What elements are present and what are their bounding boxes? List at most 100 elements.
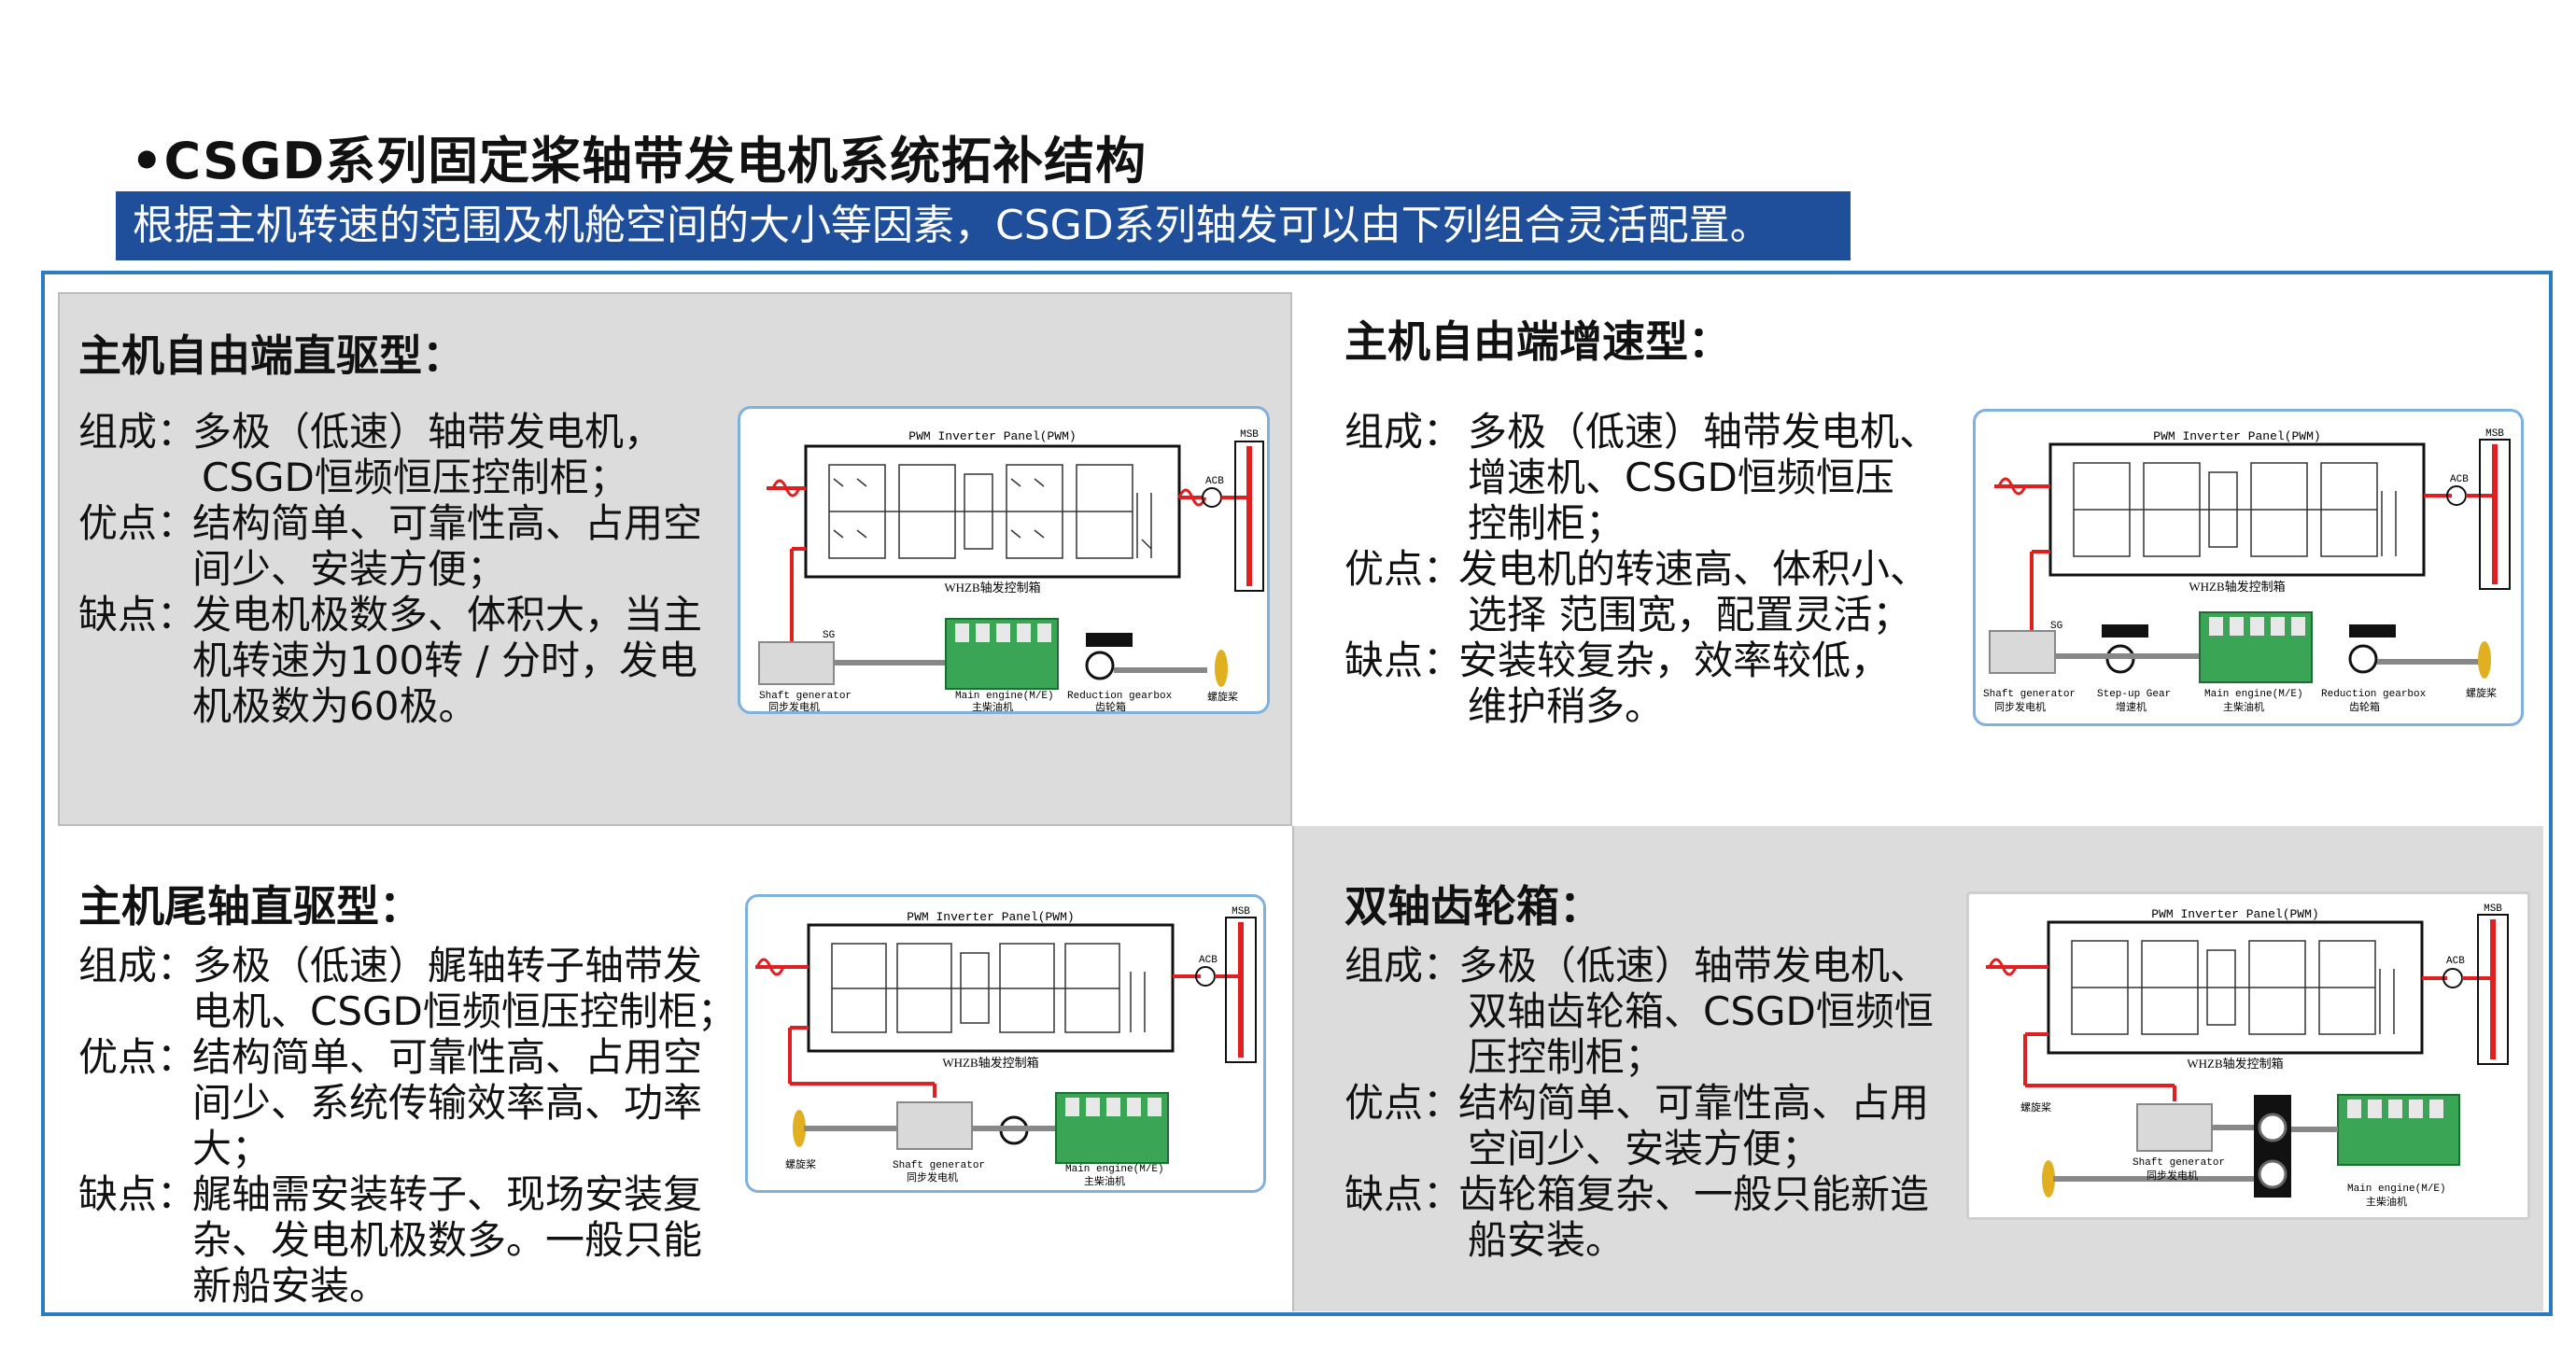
msb-box [1234,441,1264,592]
panel4-heading: 双轴齿轮箱： [1344,881,1602,932]
compose-line: 多极（低速）艉轴转子轴带发 [192,943,703,988]
pros-line: 大； [192,1126,272,1171]
gearbox-cn: 齿轮箱 [1095,700,1126,713]
cons-label: 缺点： [78,592,197,637]
inverter-panel-title: PWM Inverter Panel(PWM) [2151,907,2318,921]
engine-cylinders [2347,1100,2443,1118]
gearbox-en: Reduction gearbox [1067,691,1173,702]
shaft-generator-shape [758,641,835,685]
panel2-heading: 主机自由端增速型： [1344,316,1731,367]
main-engine-en: Main engine(M/E) [2347,1184,2446,1195]
engine-cylinders [1065,1098,1161,1116]
pros-line: 间少、安装方便； [192,546,507,592]
compose-label: 组成： [78,409,197,455]
gearbox-cn: 齿轮箱 [2349,700,2380,713]
acb-label: ACB [2450,474,2469,485]
shaft-gen-en: Shaft generator [1983,689,2076,700]
pros-line: 选择 范围宽，配置灵活； [1468,592,1912,637]
cons-line: 机极数为60极。 [192,683,478,729]
cons-label: 缺点： [78,1171,197,1217]
topology-svg: PWM Inverter Panel(PWM) WHZB轴发控制箱 ACB MS… [755,906,1257,1187]
shaft-gen-en: Shaft generator [2133,1157,2225,1169]
msb-label: MSB [2485,428,2504,440]
main-engine-cn: 主柴油机 [972,700,1013,713]
gear-icon [2258,1159,2287,1189]
main-engine-en: Main engine(M/E) [2204,689,2303,700]
shaft-gen-cn: 同步发电机 [768,700,820,713]
stepup-top [2102,624,2148,637]
compose-line: CSGD恒频恒压控制柜； [202,455,628,500]
pros-line: 结构简单、可靠性高、占用空 [192,500,703,546]
inverter-panel-title: PWM Inverter Panel(PWM) [907,910,1074,924]
cons-line: 齿轮箱复杂、一般只能新造 [1458,1171,1930,1217]
slide-subtitle: 根据主机转速的范围及机舱空间的大小等因素，CSGD系列轴发可以由下列组合灵活配置… [116,191,1851,260]
propeller-icon [793,1110,806,1147]
panel1-heading: 主机自由端直驱型： [78,330,465,381]
inverter-panel-box [2047,920,2424,1055]
acb-label: ACB [1205,476,1224,487]
pros-line: 间少、系统传输效率高、功率 [192,1080,703,1126]
msb-box [2479,439,2511,590]
main-engine-en: Main engine(M/E) [1065,1164,1164,1175]
cons-line: 新船安装。 [192,1263,389,1309]
gearbox-top [2349,624,2396,637]
compose-line: 控制柜； [1468,500,1626,546]
msb-label: MSB [1232,906,1250,918]
pros-label: 优点： [1344,1080,1463,1126]
inverter-circuit [831,943,1146,1033]
cabinet-label: WHZB轴发控制箱 [2189,580,2285,594]
propeller-cn: 螺旋桨 [2466,686,2497,699]
diagram-dual-shaft-gearbox: PWM Inverter Panel(PWM) WHZB轴发控制箱 ACB MS… [1966,891,2530,1220]
slide-title: •CSGD系列固定桨轴带发电机系统拓补结构 [131,132,1147,190]
pros-line: 结构简单、可靠性高、占用空 [192,1034,703,1080]
compose-label: 组成： [78,943,197,988]
pros-label: 优点： [78,1034,197,1080]
diagram-tail-shaft-direct: PWM Inverter Panel(PWM) WHZB轴发控制箱 ACB MS… [745,894,1266,1193]
compose-line: 多极（低速）轴带发电机、 [1468,409,1939,455]
stepup-en: Step-up Gear [2097,689,2171,700]
pros-label: 优点： [1344,546,1463,592]
shaft-gen-en: Shaft generator [759,691,852,702]
stepup-cn: 增速机 [2116,700,2147,713]
main-engine-cn: 主柴油机 [1084,1174,1125,1187]
inverter-panel-box [2048,442,2426,577]
cabinet-label: WHZB轴发控制箱 [942,1056,1038,1070]
gearbox-en: Reduction gearbox [2321,689,2427,700]
gearbox-top [1086,633,1133,647]
cons-line: 船安装。 [1468,1217,1626,1263]
shaft-generator-shape [896,1101,973,1150]
pros-line: 空间少、安装方便； [1468,1126,1822,1171]
pros-line: 结构简单、可靠性高、占用 [1458,1080,1930,1126]
propeller-cn: 螺旋桨 [2020,1100,2051,1114]
cons-line: 发电机极数多、体积大，当主 [192,592,703,637]
inverter-panel-box [804,444,1181,579]
pros-label: 优点： [78,500,197,546]
inverter-panel-box [807,923,1175,1053]
engine-cylinders [2209,617,2305,636]
propeller-icon [2478,641,2491,679]
main-engine-en: Main engine(M/E) [955,691,1054,702]
compose-label: 组成： [1344,409,1463,455]
compose-line: 电机、CSGD恒频恒压控制柜； [192,988,737,1034]
inverter-circuit [2073,462,2397,557]
inverter-circuit [828,464,1152,559]
propeller-icon [1215,650,1228,687]
cons-line: 艉轴需安装转子、现场安装复 [192,1171,703,1217]
inverter-panel-title: PWM Inverter Panel(PWM) [2153,429,2320,443]
panel3-heading: 主机尾轴直驱型： [78,881,422,932]
topology-svg: PWM Inverter Panel(PWM) WHZB轴发控制箱 ACB MS… [1986,904,2509,1208]
compose-line: 压控制柜； [1468,1034,1665,1080]
compose-line: 多极（低速）轴带发电机、 [1458,943,1930,988]
topology-svg: PWM Inverter Panel(PWM) WHZB轴发控制箱 ACB MS… [1983,428,2511,713]
cabinet-label: WHZB轴发控制箱 [944,581,1040,595]
compose-label: 组成： [1344,943,1463,988]
main-engine-cn: 主柴油机 [2223,700,2264,713]
inverter-panel-title: PWM Inverter Panel(PWM) [908,429,1076,443]
propeller-cn: 螺旋桨 [1207,690,1238,703]
msb-label: MSB [2484,904,2502,915]
shaft-gen-en: Shaft generator [893,1160,985,1171]
shaft-generator-shape [1989,630,2056,674]
msb-label: MSB [1240,429,1259,441]
main-engine-cn: 主柴油机 [2366,1195,2407,1208]
propeller-icon [2042,1160,2055,1198]
